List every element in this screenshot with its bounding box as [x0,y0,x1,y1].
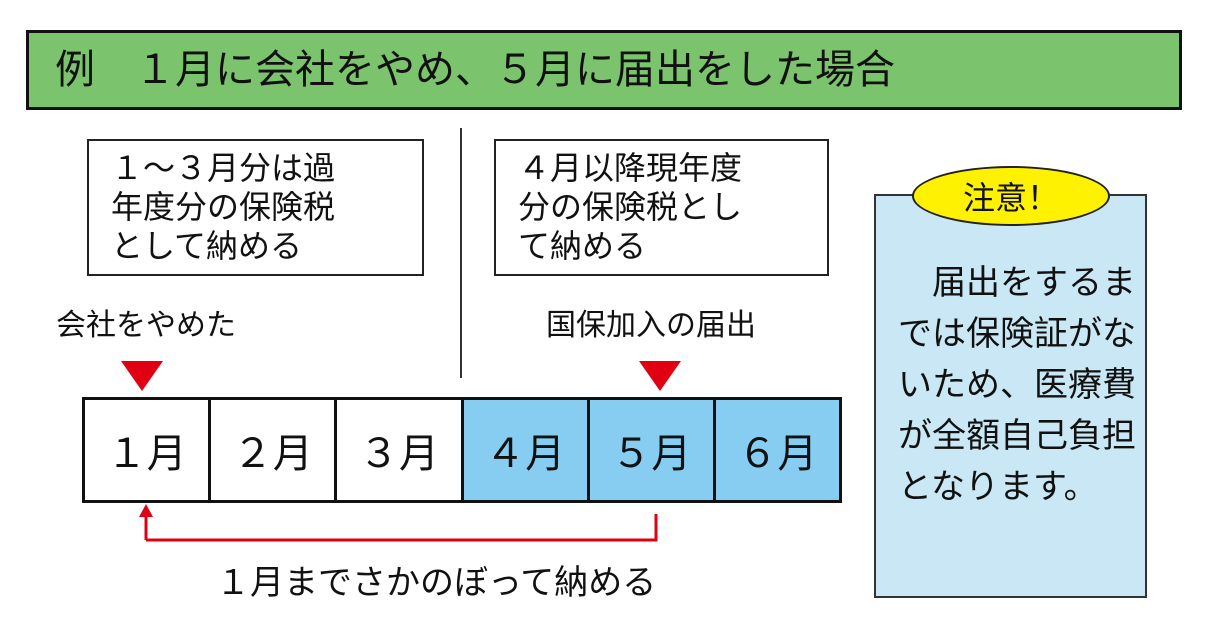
enrollment-notice-label: 国保加入の届出 [546,308,756,343]
month-cell: ４月 [463,400,590,500]
caution-badge: 注意！ [912,166,1110,226]
period-divider [460,128,462,378]
past-year-note-box: １～３月分は過 年度分の保険税 として納める [87,139,424,276]
enrollment-marker-icon [639,361,681,391]
current-year-note-box: ４月以降現年度 分の保険税とし て納める [494,139,829,276]
bracket-line [146,514,658,542]
month-cell: ５月 [589,400,716,500]
arrow-up-icon [139,504,153,517]
caution-panel: 届出をするまでは保険証がないため、医療費が全額自己負担となります。 [874,194,1147,598]
title-bar: 例 １月に会社をやめ、５月に届出をした場合 [26,30,1182,110]
retroactive-bracket [139,504,658,542]
month-cell: ６月 [715,400,840,500]
month-cell: １月 [85,400,212,500]
month-cell: ３月 [337,400,464,500]
month-cell: ２月 [211,400,338,500]
retroactive-payment-label: １月までさかのぼって納める [216,563,657,603]
quit-company-label: 会社をやめた [56,308,236,343]
caution-text: 届出をするまでは保険証がないため、医療費が全額自己負担となります。 [898,263,1136,507]
quit-marker-icon [121,361,163,391]
month-timeline: １月 ２月 ３月 ４月 ５月 ６月 [82,397,842,503]
